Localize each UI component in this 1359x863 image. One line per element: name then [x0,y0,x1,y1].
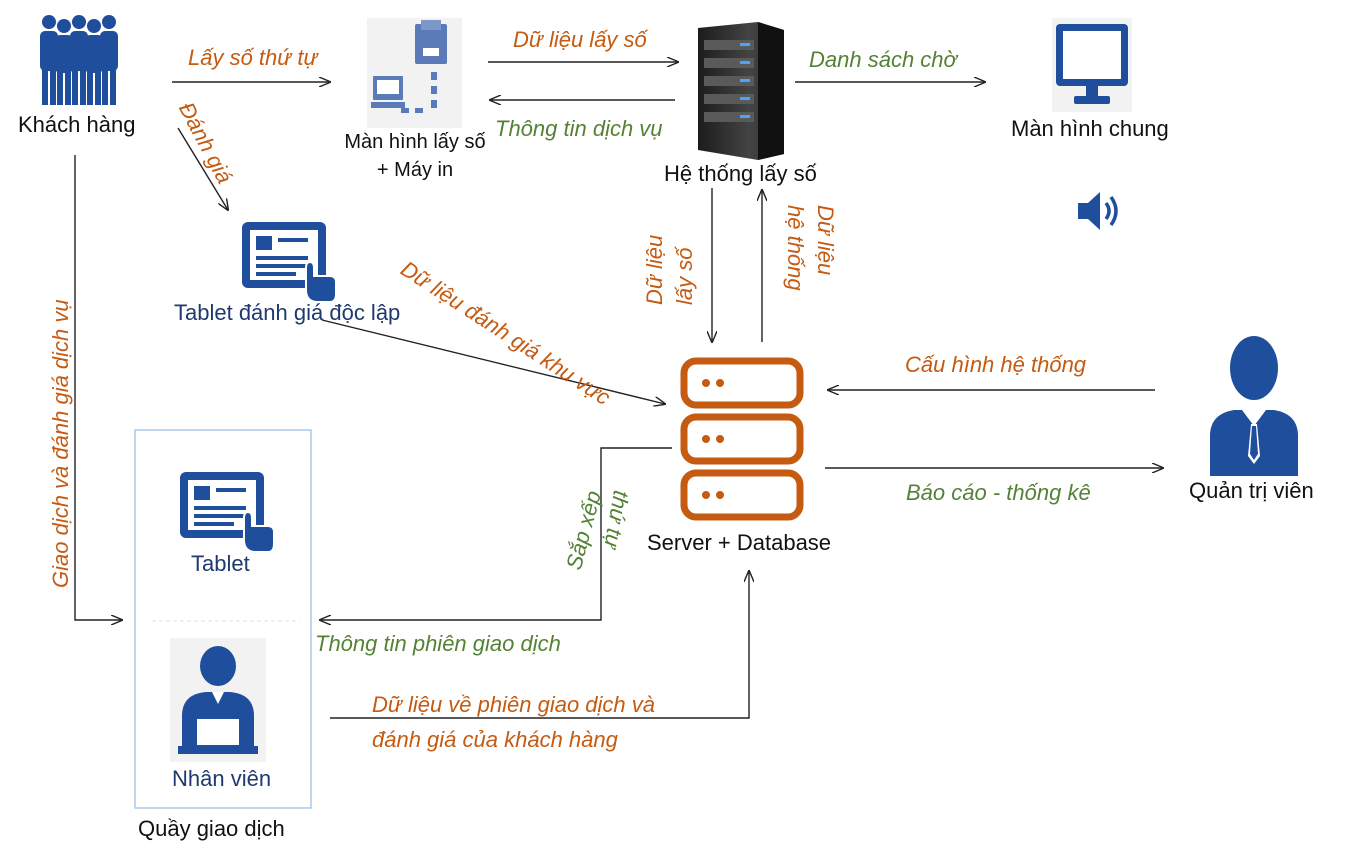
node-ticket-system-label: Hệ thống lấy số [664,161,817,186]
people-group-icon [40,15,118,105]
edge-service-info-label: Thông tin dịch vụ [495,116,663,141]
monitor-icon [1052,18,1132,112]
node-public-screen-label: Màn hình chung [1011,116,1169,141]
node-tablet-independent-label: Tablet đánh giá độc lập [174,300,401,325]
node-kiosk-label-line2: + Máy in [376,159,454,181]
edge-system-config-label: Cấu hình hệ thống [905,352,1087,377]
counter-label: Quầy giao dịch [138,816,285,841]
arrow-area-rating-data [321,319,665,404]
edge-system-data-up-label-2: hệ thống [783,205,808,291]
edge-get-number-label: Lấy số thứ tự [188,45,318,70]
kiosk-printer-icon [367,18,462,128]
tablet-touch-icon [242,222,337,303]
counter-staff-label: Nhân viên [172,766,272,791]
staff-desk-icon [170,638,266,762]
edge-ticket-data-down-label-1: Dữ liệu [642,234,667,305]
edge-waiting-list-label: Danh sách chờ [809,47,957,72]
edge-session-data-label-1: Dữ liệu về phiên giao dịch và [372,692,656,717]
arrow-session-data [330,571,749,719]
speaker-icon [1078,192,1118,230]
edge-session-info-label: Thông tin phiên giao dịch [315,631,561,656]
node-admin-label: Quản trị viên [1189,478,1314,503]
counter-tablet-label: Tablet [191,551,250,576]
database-server-icon [680,357,804,521]
edge-transaction-rating-label: Giao dịch và đánh giá dịch vụ [48,299,73,588]
node-customers-label: Khách hàng [18,112,136,137]
edge-ticket-data-down-label-2: lấy số [672,247,697,305]
arrow-session-info [320,447,672,620]
rack-server-icon [698,22,784,160]
edge-report-stats-label: Báo cáo - thống kê [906,480,1091,505]
edge-ticket-data-label: Dữ liệu lấy số [513,27,647,52]
edge-session-data-label-2: đánh giá của khách hàng [372,727,618,752]
node-kiosk-label-line1: Màn hình lấy số [344,131,486,153]
admin-user-icon [1210,336,1298,476]
counter-tablet-icon [180,472,275,553]
edge-system-data-up-label-1: Dữ liệu [813,205,838,276]
node-server-db-label: Server + Database [647,530,832,555]
node-kiosk-label: Màn hình lấy số + Máy in [310,128,520,184]
arrow-transaction-rating [74,155,122,620]
counter-frame [134,429,312,809]
arrow-rating [177,127,228,210]
